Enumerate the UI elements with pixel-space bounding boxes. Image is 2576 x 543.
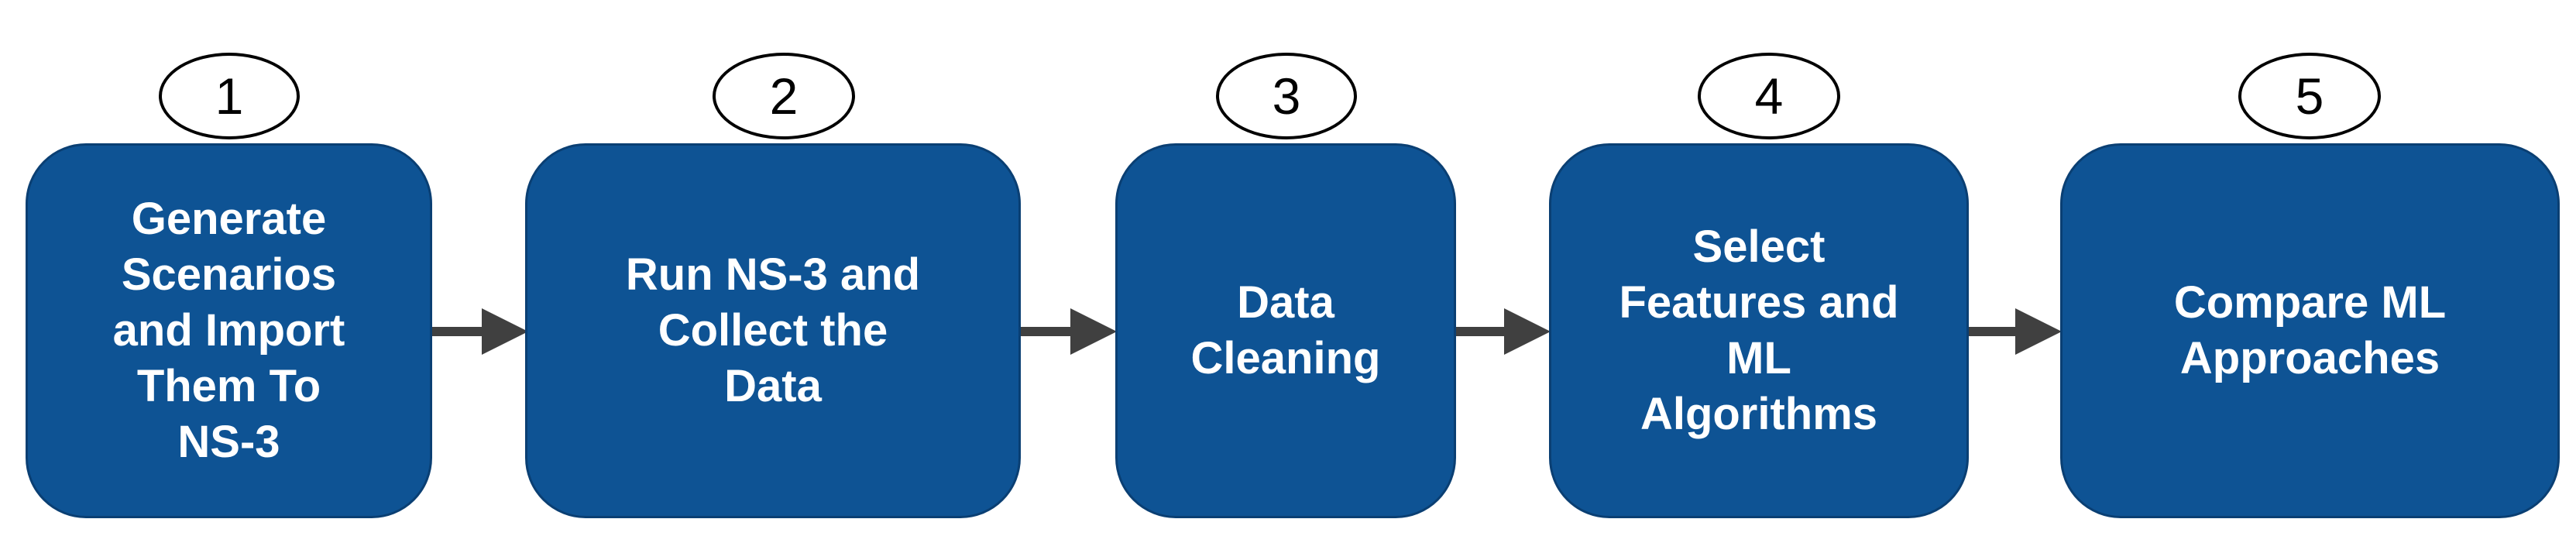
step-box-compare-ml: Compare ML Approaches — [2060, 143, 2560, 518]
step-label: Compare ML Approaches — [2173, 277, 2447, 383]
step-number: 2 — [769, 67, 799, 125]
step-number-badge: 1 — [159, 53, 300, 139]
step-label: Data Cleaning — [1190, 277, 1381, 383]
step-number-badge: 3 — [1216, 53, 1357, 139]
step-number: 5 — [2295, 67, 2324, 125]
step-number: 3 — [1272, 67, 1301, 125]
step-box-run-ns3: Run NS-3 and Collect the Data — [525, 143, 1021, 518]
step-number-badge: 5 — [2238, 53, 2381, 139]
arrow-3-to-4 — [1456, 308, 1551, 355]
arrow-2-to-3 — [1021, 308, 1117, 355]
step-box-select-features: Select Features and ML Algorithms — [1549, 143, 1969, 518]
step-label: Select Features and ML Algorithms — [1619, 222, 1899, 439]
step-number-badge: 2 — [713, 53, 855, 139]
step-label: Generate Scenarios and Import Them To NS… — [112, 194, 345, 467]
arrow-1-to-2 — [432, 308, 528, 355]
arrow-4-to-5 — [1969, 308, 2062, 355]
step-number: 4 — [1754, 67, 1784, 125]
step-box-generate-scenarios: Generate Scenarios and Import Them To NS… — [26, 143, 432, 518]
step-box-data-cleaning: Data Cleaning — [1115, 143, 1456, 518]
step-number-badge: 4 — [1698, 53, 1840, 139]
step-number: 1 — [215, 67, 244, 125]
step-label: Run NS-3 and Collect the Data — [625, 249, 921, 411]
